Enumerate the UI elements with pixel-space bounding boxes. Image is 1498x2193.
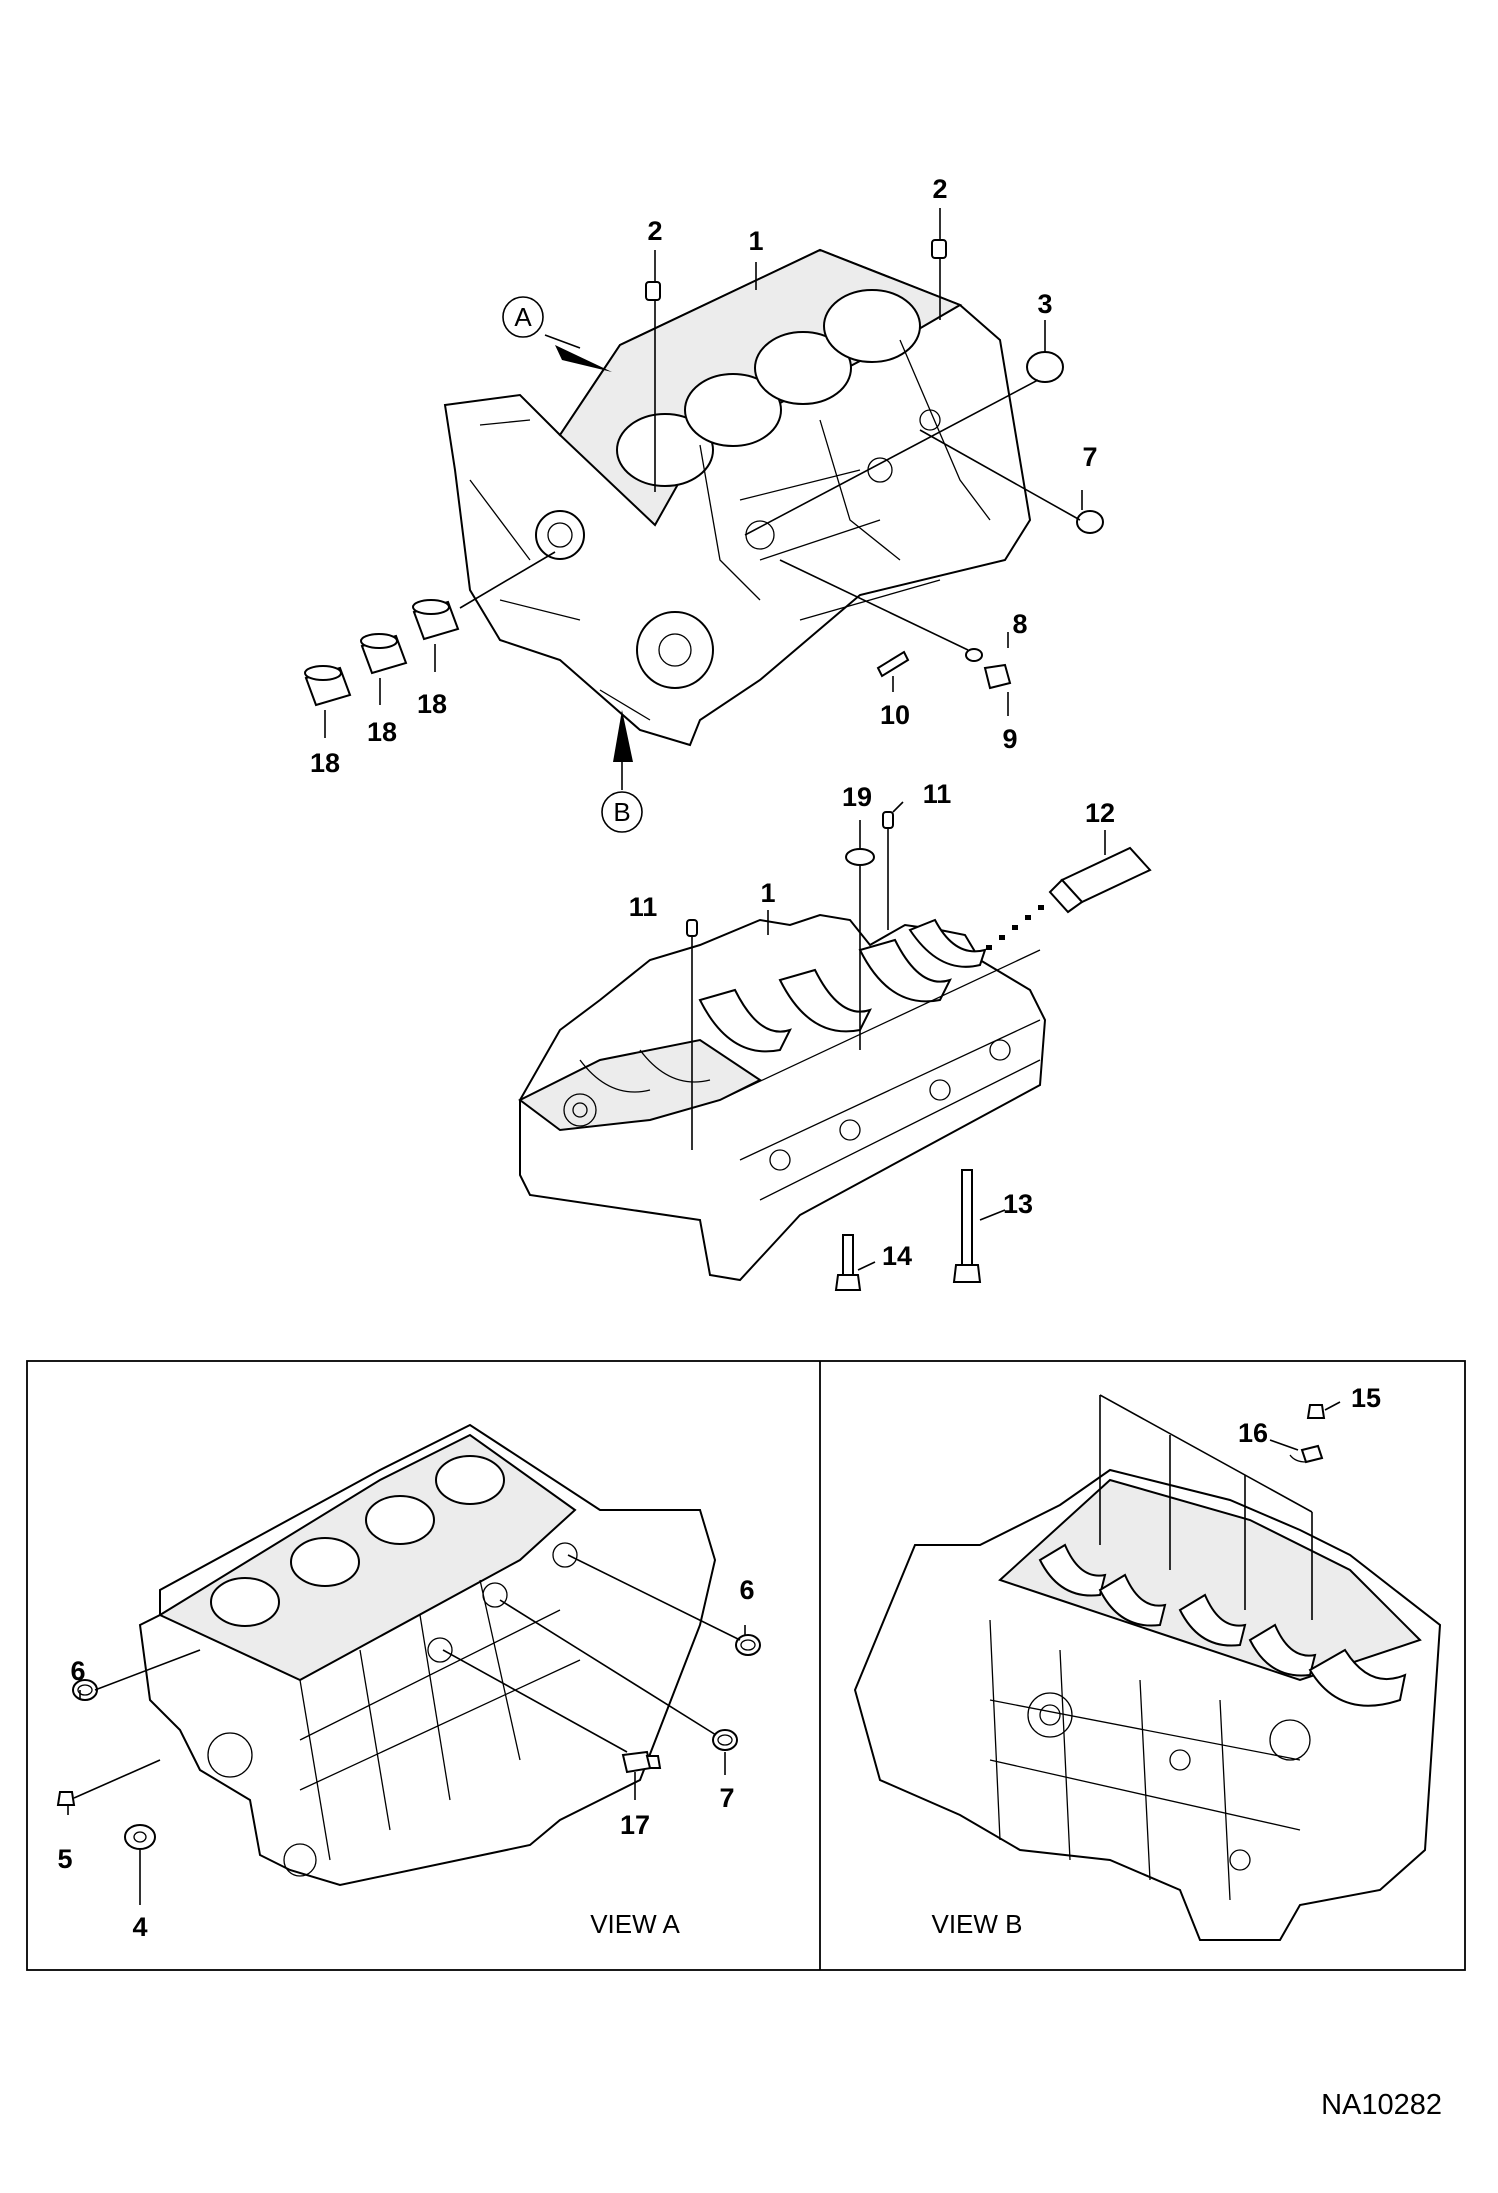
callout-11: 11 [629,892,658,922]
drawing-code: NA10282 [1321,2089,1442,2121]
seal-plug [1076,510,1104,534]
callout-18: 18 [417,689,447,719]
middle-callouts: 1 11 11 19 12 13 14 [629,779,1115,1271]
oil-jet [1300,1444,1324,1464]
view-a-parts [56,1634,761,1850]
middle-cylinder-block-drawing [518,913,1047,1282]
callout-8: 8 [1012,609,1027,639]
dowel-pin-left [645,281,661,301]
o-ring [845,848,875,866]
dowel-pin-right [931,239,947,259]
callout-7: 7 [1082,442,1097,472]
callout-3: 3 [1037,289,1052,319]
view-b-callouts: 15 16 VIEW B [931,1383,1381,1939]
callout-15: 15 [1351,1383,1381,1413]
view-a-label: VIEW A [590,1909,680,1939]
view-b-leader-lines [1099,1394,1341,1620]
callout-13: 13 [1003,1189,1033,1219]
view-a-block-drawing [138,1423,717,1887]
view-marker-a: A [502,296,612,372]
plug-bolt [1306,1404,1326,1419]
middle-leader-lines [691,801,1106,1271]
plug-right [735,1634,761,1656]
callout-14: 14 [882,1241,912,1271]
callout-16: 16 [1238,1418,1268,1448]
callout-11: 11 [923,779,952,809]
callout-17: 17 [620,1810,650,1840]
dowel-pin [882,811,894,829]
view-panels-frame [26,1360,1466,1971]
callout-19: 19 [842,782,872,812]
top-cylinder-block-drawing [443,248,1032,747]
drain-bolt [983,663,1012,690]
callout-2: 2 [647,216,662,246]
view-b-label: VIEW B [931,1909,1022,1939]
view-a-leader-lines [67,1554,746,1905]
cap-plug [1026,351,1064,383]
cam-bushings [304,599,460,707]
stud [876,650,910,678]
small-bolt [56,1791,76,1806]
callout-18: 18 [367,717,397,747]
callout-1: 1 [748,226,763,256]
callout-6: 6 [739,1575,754,1605]
long-bolt [961,1169,973,1266]
callout-12: 12 [1085,798,1115,828]
svg-text:B: B [613,797,630,827]
short-bolt [842,1234,854,1276]
washer [124,1824,156,1850]
dowel-pin [686,919,698,937]
top-parts [304,239,1104,707]
view-a-callouts: 4 5 6 6 7 17 VIEW A [57,1575,754,1942]
callout-4: 4 [132,1912,147,1942]
callout-10: 10 [880,700,910,730]
callout-2: 2 [932,174,947,204]
plug-lower [712,1729,738,1751]
view-marker-b: B [601,710,643,833]
top-callouts: 1 2 2 3 7 8 9 10 18 18 18 [310,174,1098,778]
view-b-block-drawing [853,1468,1442,1941]
view-b-parts [1289,1404,1326,1464]
callout-9: 9 [1002,724,1017,754]
callout-18: 18 [310,748,340,778]
washer [965,648,983,662]
callout-5: 5 [57,1844,72,1874]
callout-7: 7 [719,1783,734,1813]
svg-text:A: A [514,302,532,332]
callout-1: 1 [760,878,775,908]
callout-6: 6 [70,1656,85,1686]
top-leader-lines [324,208,1083,738]
